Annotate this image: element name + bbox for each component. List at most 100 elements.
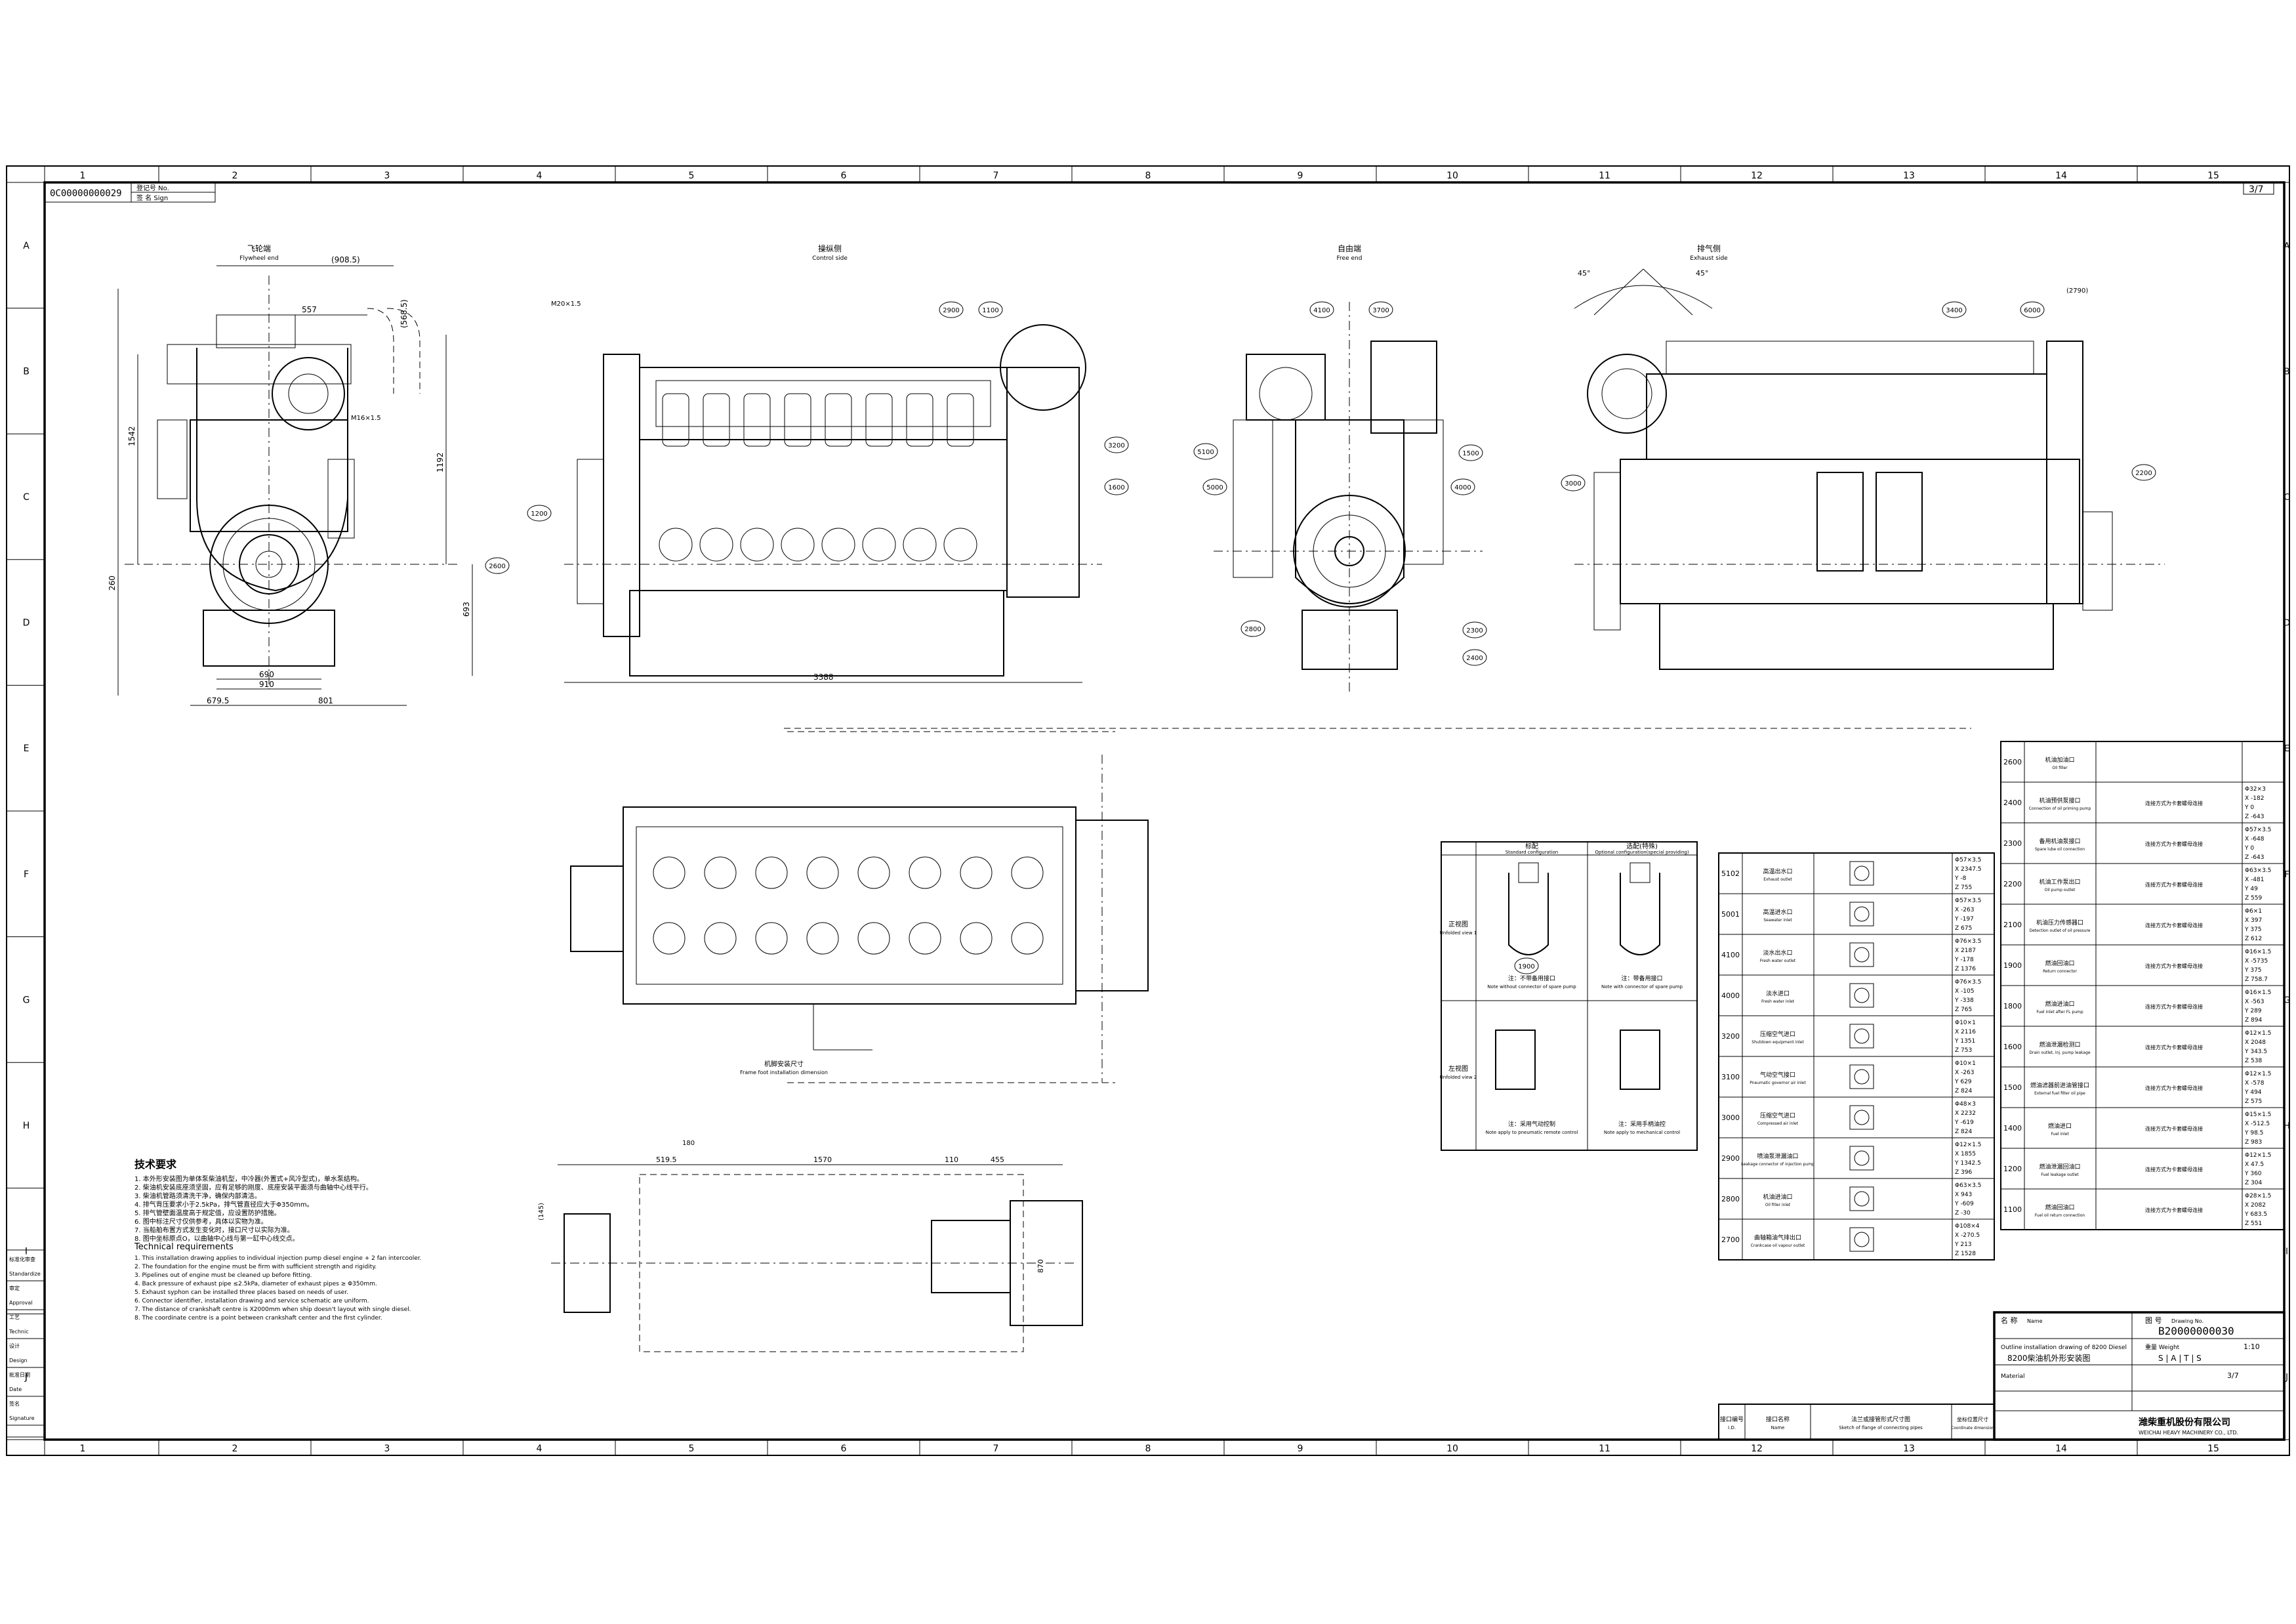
weight-label: 重量 Weight [2145, 1343, 2180, 1351]
flange-sketch [1849, 1227, 1874, 1252]
callout-number: 1100 [982, 307, 998, 314]
conn-id: 2800 [1721, 1195, 1740, 1203]
conn-coord: Z 1528 [1955, 1251, 1976, 1257]
conn-coord: Φ63×3.5 [2245, 867, 2271, 874]
conn-coord: Φ16×1.5 [2245, 949, 2271, 955]
col-number-top: 4 [537, 171, 543, 181]
left-block-text: 签名 [9, 1400, 20, 1407]
conn-coord: Φ16×1.5 [2245, 989, 2271, 996]
conn-coord: Y 375 [2244, 927, 2262, 933]
name-label: 名 称 [2001, 1316, 2018, 1325]
conn-coord: Φ12×1.5 [2245, 1152, 2271, 1159]
callout-bubble [1309, 301, 1334, 318]
pipe-joint-note: 连接方式为卡套螺母连接 [2145, 1125, 2203, 1132]
exhaust-side-subtitle: Exhaust side [1690, 255, 1728, 262]
conn-coord: Y 343.5 [2244, 1049, 2267, 1055]
conn-id: 1400 [2003, 1124, 2022, 1133]
conn-id: 2700 [1721, 1236, 1740, 1244]
dim-145: (145) [538, 1203, 545, 1220]
footer-name: 接口名称 [1766, 1415, 1790, 1423]
grid-labels: 1122334455667788991010111112121313141415… [7, 166, 2290, 1455]
conn-coord: X -263 [1955, 1070, 1974, 1076]
top-cylinder-head [704, 856, 737, 889]
conn-coord: Y 49 [2244, 886, 2258, 892]
conn-coord: Z 983 [2245, 1139, 2262, 1146]
tech-cn-lines: 1. 本外形安装图为单体泵柴油机型，中冷器(外置式+风冷型式)，单水泵结构。2.… [134, 1175, 373, 1243]
conn-coord: X -481 [2245, 877, 2264, 883]
row-letter-left: H [23, 1121, 30, 1131]
conn-coord: Z 1376 [1955, 966, 1976, 972]
flange-sketch [1849, 1146, 1874, 1171]
dim-690: 690 [259, 670, 274, 679]
conn-name-en: Shutdown equipment inlet [1752, 1040, 1804, 1045]
conn-coord: Z 824 [1955, 1129, 1972, 1135]
top-cylinder-head [960, 856, 993, 889]
dim-568: (568.5) [400, 299, 409, 328]
pipe-joint-note: 连接方式为卡套螺母连接 [2145, 1166, 2203, 1173]
callout-bubble [1462, 621, 1487, 638]
conn-name: 压缩空气进口 [1760, 1112, 1795, 1119]
tech-en-title: Technical requirements [134, 1242, 234, 1252]
footer-sketch: 法兰或接管形式尺寸图 [1851, 1415, 1910, 1423]
tech-en-line: 3. Pipelines out of engine must be clean… [134, 1272, 312, 1279]
flange-bore [1854, 947, 1870, 963]
tech-en-line: 5. Exhaust syphon can be installed three… [134, 1289, 348, 1296]
top-cylinder-head [909, 922, 941, 955]
callout-bubble [1368, 301, 1393, 318]
conn-coord: Z 755 [1955, 885, 1972, 891]
flywheel-end-view: 飞轮端 Flywheel end (908.5) 557 (568.5) 154 [108, 244, 473, 706]
tech-cn-line: 8. 图中坐标原点O，以曲轴中心线与第一缸中心线交点。 [134, 1234, 299, 1243]
row-letter-right: A [2284, 241, 2290, 251]
cylinder-port [903, 528, 937, 562]
top-cylinder-head [755, 922, 788, 955]
tech-en-line: 1. This installation drawing applies to … [134, 1255, 421, 1262]
col-number-bottom: 3 [384, 1444, 390, 1454]
conn-coord: Y 213 [1954, 1241, 1972, 1248]
conn-coord: Φ28×1.5 [2245, 1193, 2271, 1199]
conn-name: 喷油泵泄漏油口 [1757, 1152, 1798, 1160]
config-row2-label: 左视图 [1448, 1064, 1468, 1073]
config-note-2-en: Note with connector of spare pump [1601, 984, 1683, 989]
config-note-3: 注：采用气动控制 [1508, 1120, 1555, 1128]
callout-bubble [1104, 478, 1129, 495]
cylinder-port [943, 528, 977, 562]
callout-bubble [1202, 478, 1227, 495]
pipe-joint-note: 连接方式为卡套螺母连接 [2145, 800, 2203, 806]
conn-name-en: Oil pump outlet [2045, 888, 2076, 892]
conn-name-en: Compressed air inlet [1757, 1121, 1799, 1126]
frame-foot-subtitle: Frame foot installation dimension [740, 1070, 828, 1075]
conn-coord: Z 894 [2245, 1017, 2262, 1024]
conn-coord: Z -30 [1955, 1210, 1971, 1217]
pipe-joint-note: 连接方式为卡套螺母连接 [2145, 1207, 2203, 1213]
dim-910: 910 [259, 680, 274, 689]
conn-coord: Φ12×1.5 [1955, 1142, 1981, 1148]
thread-m16: M16×1.5 [351, 415, 381, 422]
conn-name: 燃油泄漏回油口 [2039, 1163, 2080, 1171]
conn-name-en: Spare lube oil connection [2035, 847, 2085, 852]
flange-sketch [1849, 1024, 1874, 1049]
conn-name-en: Connection of oil priming pump [2029, 806, 2091, 811]
dim-3388: 3388 [813, 673, 834, 682]
conn-id: 2900 [1721, 1154, 1740, 1163]
cylinder-cover [825, 393, 852, 447]
top-cylinder-head [909, 856, 941, 889]
conn-coord: X 2347.5 [1955, 866, 1982, 873]
col-number-top: 15 [2207, 171, 2219, 181]
col-number-bottom: 5 [689, 1444, 695, 1454]
conn-name: 高温进水口 [1763, 908, 1792, 916]
conn-name: 燃油泄漏检测口 [2039, 1041, 2080, 1049]
pipe-joint-note: 连接方式为卡套螺母连接 [2145, 881, 2203, 888]
conn-name-en: Leakage connector of injection pump [1741, 1162, 1814, 1167]
conn-coord: X -263 [1955, 907, 1974, 913]
conn-id: 4000 [1721, 991, 1740, 1000]
dim-908: (908.5) [331, 255, 360, 264]
callout-bubble [1462, 649, 1487, 666]
conn-id: 3200 [1721, 1032, 1740, 1041]
conn-coord: Φ12×1.5 [2245, 1030, 2271, 1037]
col-number-bottom: 8 [1145, 1444, 1151, 1454]
flange-bore [1854, 1191, 1870, 1207]
conn-coord: X -512.5 [2245, 1121, 2270, 1127]
row-letter-left: I [25, 1247, 28, 1257]
callout-bubble [1240, 620, 1265, 637]
